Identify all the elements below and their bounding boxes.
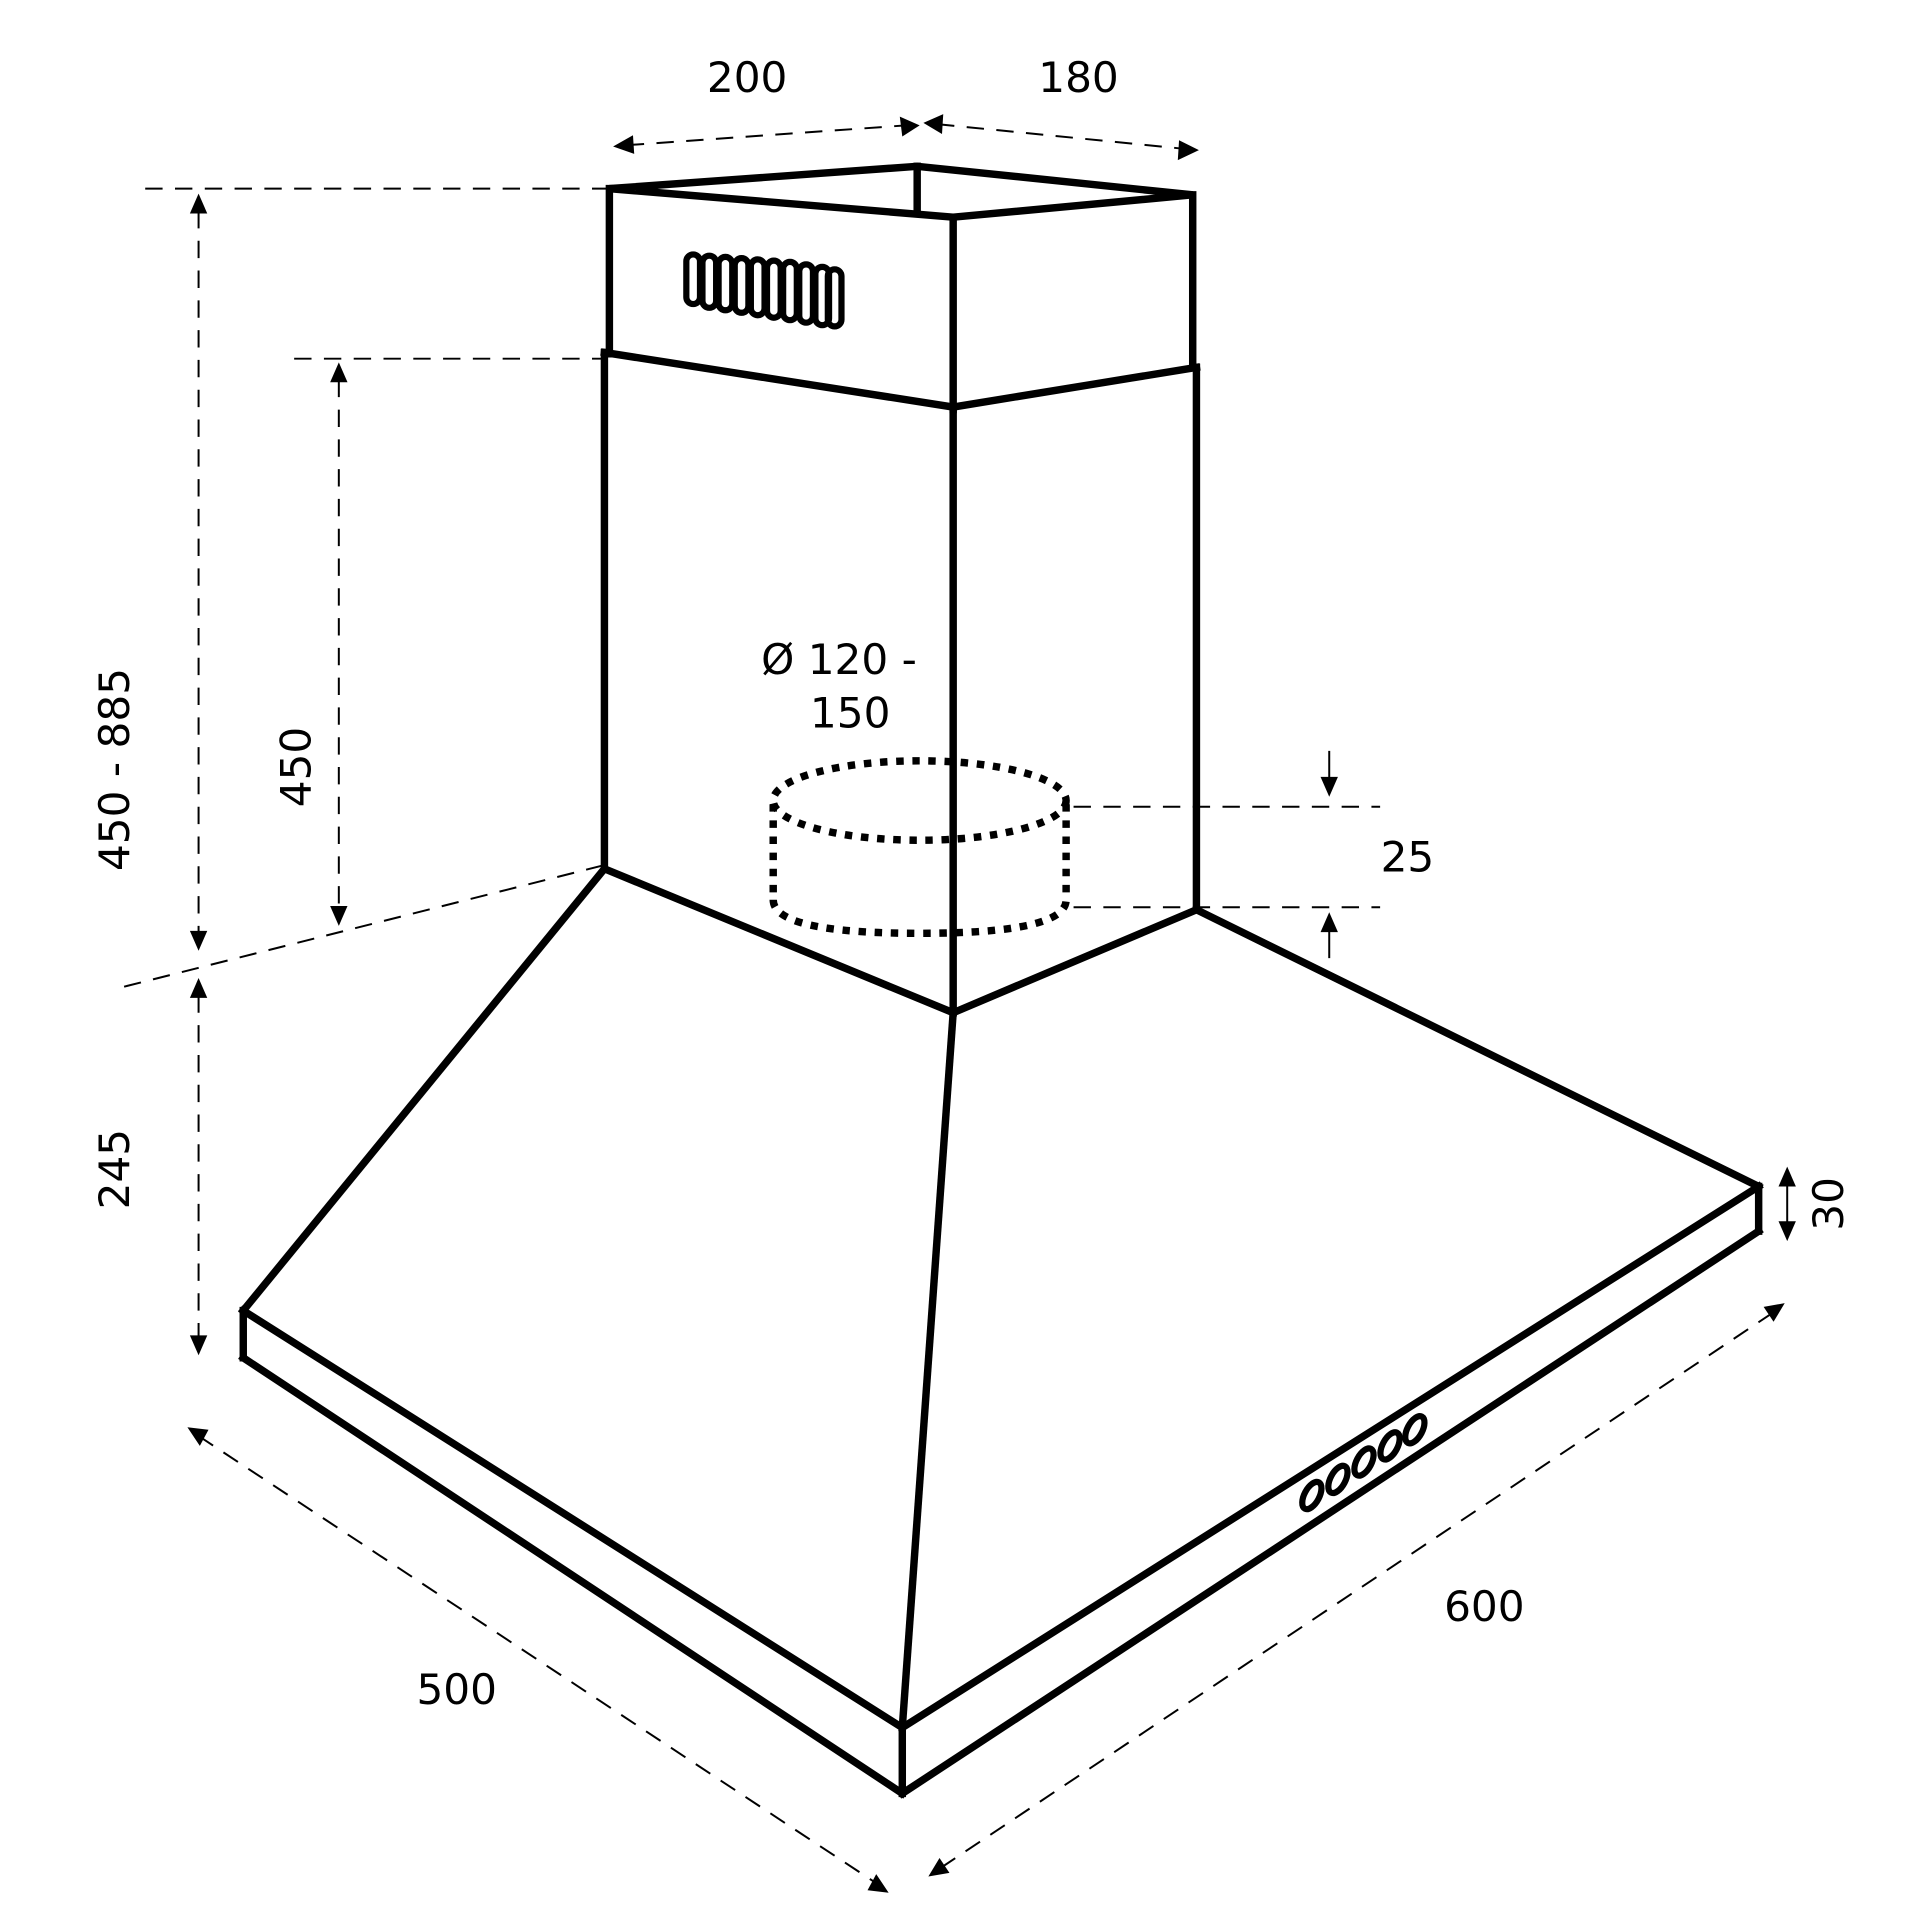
dimension-hood-width: 600 xyxy=(928,1303,1785,1877)
label-duct-diameter-line2: 150 xyxy=(810,688,891,737)
dimension-lower-chimney-height: 450 xyxy=(271,357,605,926)
label-hood-depth: 500 xyxy=(416,1665,497,1714)
label-panel-thickness: 30 xyxy=(1804,1177,1853,1231)
dimension-chimney-width: 200 xyxy=(613,53,920,154)
label-total-chimney-height: 450 - 885 xyxy=(90,668,139,871)
label-lower-chimney-height: 450 xyxy=(271,727,320,808)
dimension-chimney-depth: 180 xyxy=(923,53,1199,161)
dimension-hood-depth: 500 xyxy=(187,1427,889,1893)
upper-chimney xyxy=(605,162,1197,414)
dimension-duct-diameter: Ø 120 - 150 xyxy=(761,635,917,737)
canopy-reference-line xyxy=(123,864,605,988)
label-chimney-width: 200 xyxy=(707,53,788,102)
lower-chimney xyxy=(600,348,1201,1017)
label-duct-diameter-line1: Ø 120 - xyxy=(761,635,917,684)
label-hood-width: 600 xyxy=(1444,1582,1525,1631)
dimension-collar-height: 25 xyxy=(1073,750,1435,959)
dimension-total-chimney-height: 450 - 885 xyxy=(90,187,610,951)
duct-collar xyxy=(769,757,1070,938)
dimension-panel-thickness: 30 xyxy=(1778,1166,1853,1242)
label-chimney-depth: 180 xyxy=(1038,53,1119,102)
dimension-canopy-height: 245 xyxy=(90,977,208,1356)
canopy xyxy=(238,863,1764,1799)
label-collar-height: 25 xyxy=(1381,832,1435,881)
vent-slots-icon xyxy=(683,251,845,330)
label-canopy-height: 245 xyxy=(90,1129,139,1210)
control-buttons-icon xyxy=(1299,1413,1428,1513)
